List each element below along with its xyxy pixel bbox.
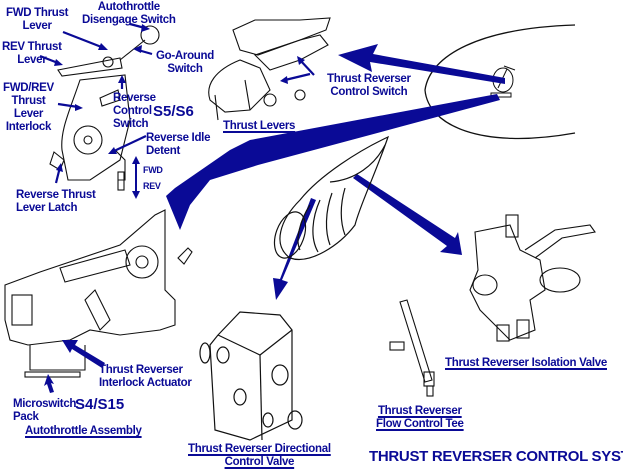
arrow-to-thrust-levers (338, 44, 505, 84)
autothrottle-assembly-drawing (4, 209, 193, 378)
flow-control-tee-drawing (389, 299, 435, 397)
isolation-valve-drawing (469, 214, 596, 342)
thrust-levers-drawing (208, 17, 331, 121)
autothrottle-assembly-caption: Autothrottle Assembly (25, 425, 142, 437)
engine-nacelle-drawing (273, 135, 390, 260)
throttle-quadrant-drawing (49, 25, 160, 191)
fwd-direction-label: FWD (143, 165, 163, 175)
directional-control-valve-drawing (199, 311, 303, 441)
fwd-arrowhead (132, 156, 140, 164)
switch-id-s5-s6: S5/S6 (153, 103, 194, 120)
diagram-title: THRUST REVERSER CONTROL SYSTEM (369, 448, 623, 465)
arrow-to-isolation-valve (353, 174, 462, 255)
thrust-levers-caption: Thrust Levers (223, 120, 296, 132)
switch-id-s4-s15: S4/S15 (75, 396, 125, 413)
autothrottle-pointers (44, 340, 105, 393)
rev-direction-label: REV (143, 181, 161, 191)
isolation-valve-caption: Thrust Reverser Isolation Valve (445, 357, 607, 369)
quadrant-pointer-arrows (39, 22, 315, 184)
arrow-to-autothrottle (166, 94, 500, 230)
arrow-to-directional-valve (273, 198, 316, 300)
aircraft-nose-outline (424, 24, 576, 140)
rev-arrowhead (132, 191, 140, 199)
